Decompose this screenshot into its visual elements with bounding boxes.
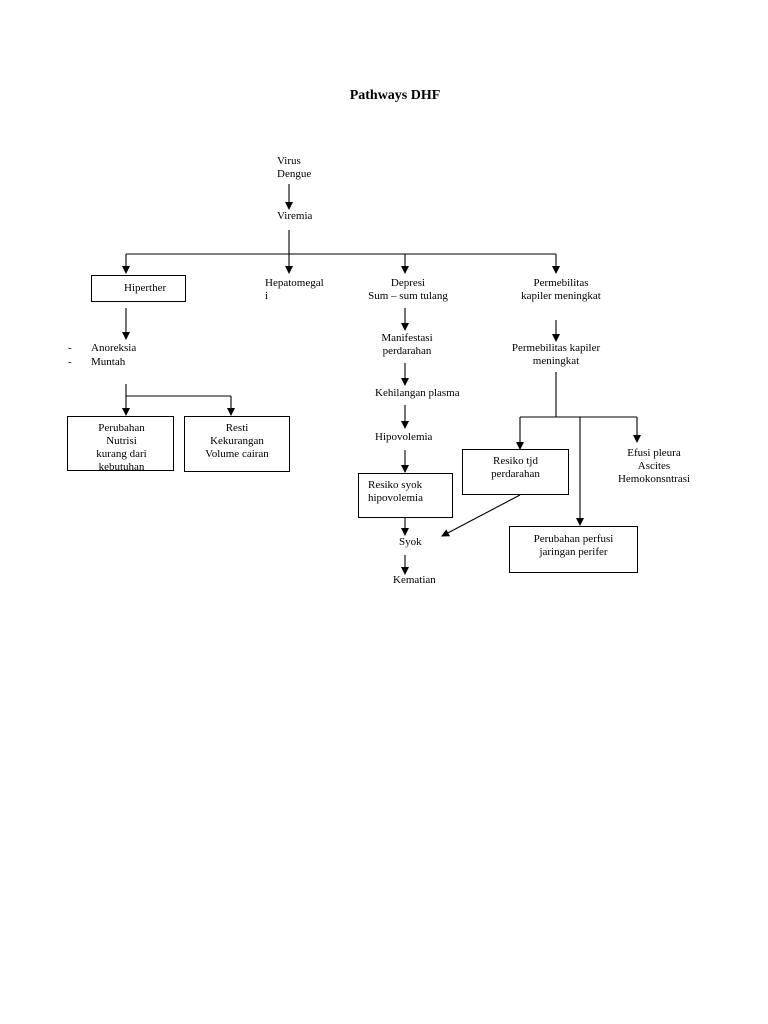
box-resiko-syok: Resiko syok hipovolemia — [358, 473, 453, 518]
efusi-line2: Ascites — [637, 460, 671, 472]
perubahan-nutrisi-line3: kurang dari — [96, 448, 147, 460]
perubahan-nutrisi-text: Perubahan Nutrisi kurang dari kebutuhan — [68, 417, 173, 471]
resti-line2: Kekurangan — [210, 435, 264, 447]
list-item-anoreksia: Anoreksia — [91, 342, 137, 354]
node-hipovolemia: Hipovolemia — [375, 431, 433, 443]
permebilitas-second-line2: meningkat — [532, 355, 580, 367]
node-hepatomegali: Hepatomegal i — [265, 277, 324, 303]
resiko-syok-text: Resiko syok hipovolemia — [359, 474, 452, 505]
resiko-perdarahan-line1: Resiko tjd — [493, 455, 538, 467]
perubahan-perfusi-text: Perubahan perfusi jaringan perifer — [510, 527, 637, 559]
box-resti: Resti Kekurangan Volume cairan — [184, 416, 290, 472]
efusi-line1: Efusi pleura — [627, 447, 681, 459]
resti-text: Resti Kekurangan Volume cairan — [185, 417, 289, 461]
efusi-line3: Hemokonsntrasi — [617, 473, 691, 485]
resiko-syok-line2: hipovolemia — [368, 492, 423, 504]
arrow-resiko-perdarahan-to-syok — [441, 494, 521, 537]
hiperther-label: Hiperther — [124, 282, 167, 294]
permebilitas-second-line1: Permebilitas kapiler — [511, 342, 601, 354]
depresi-line1: Depresi — [390, 277, 426, 289]
node-manifestasi: Manifestasi perdarahan — [362, 332, 452, 358]
box-perubahan-perfusi: Perubahan perfusi jaringan perifer — [509, 526, 638, 573]
resiko-syok-line1: Resiko syok — [368, 479, 423, 491]
virus-line2: Dengue — [277, 168, 312, 180]
depresi-line2: Sum – sum tulang — [368, 290, 448, 302]
perubahan-perfusi-line2: jaringan perifer — [539, 546, 608, 558]
node-syok: Syok — [399, 536, 422, 548]
node-permebilitas-top: Permebilitas kapiler meningkat — [500, 277, 622, 303]
manifestasi-line1: Manifestasi — [381, 332, 433, 344]
hepatomegali-line1: Hepatomegal — [265, 277, 324, 289]
perubahan-nutrisi-line4: kebutuhan — [98, 461, 145, 471]
node-virus-dengue: Virus Dengue — [277, 155, 311, 181]
node-kehilangan-plasma: Kehilangan plasma — [375, 387, 460, 399]
permebilitas-top-line1: Permebilitas — [533, 277, 589, 289]
node-efusi: Efusi pleura Ascites Hemokonsntrasi — [598, 447, 710, 486]
box-perubahan-nutrisi: Perubahan Nutrisi kurang dari kebutuhan — [67, 416, 174, 471]
resti-line3: Volume cairan — [205, 448, 269, 460]
list-bullet-1: - — [68, 342, 72, 354]
box-hiperther: Hiperther — [91, 275, 186, 302]
manifestasi-line2: perdarahan — [382, 345, 432, 357]
perubahan-nutrisi-line2: Nutrisi — [106, 435, 137, 447]
permebilitas-top-line2: kapiler meningkat — [521, 290, 601, 302]
node-depresi: Depresi Sum – sum tulang — [350, 277, 466, 303]
list-item-muntah: Muntah — [91, 356, 126, 368]
resti-line1: Resti — [225, 422, 249, 434]
box-resiko-perdarahan: Resiko tjd perdarahan — [462, 449, 569, 495]
resiko-perdarahan-text: Resiko tjd perdarahan — [463, 450, 568, 481]
perubahan-nutrisi-line1: Perubahan — [98, 422, 145, 434]
virus-line1: Virus — [277, 155, 301, 167]
page-title: Pathways DHF — [349, 88, 441, 103]
hepatomegali-line2: i — [265, 290, 269, 302]
perubahan-perfusi-line1: Perubahan perfusi — [533, 533, 614, 545]
node-viremia: Viremia — [277, 210, 313, 222]
node-kematian: Kematian — [393, 574, 436, 586]
node-permebilitas-second: Permebilitas kapiler meningkat — [494, 342, 618, 368]
list-bullet-2: - — [68, 356, 72, 368]
resiko-perdarahan-line2: perdarahan — [491, 468, 540, 480]
